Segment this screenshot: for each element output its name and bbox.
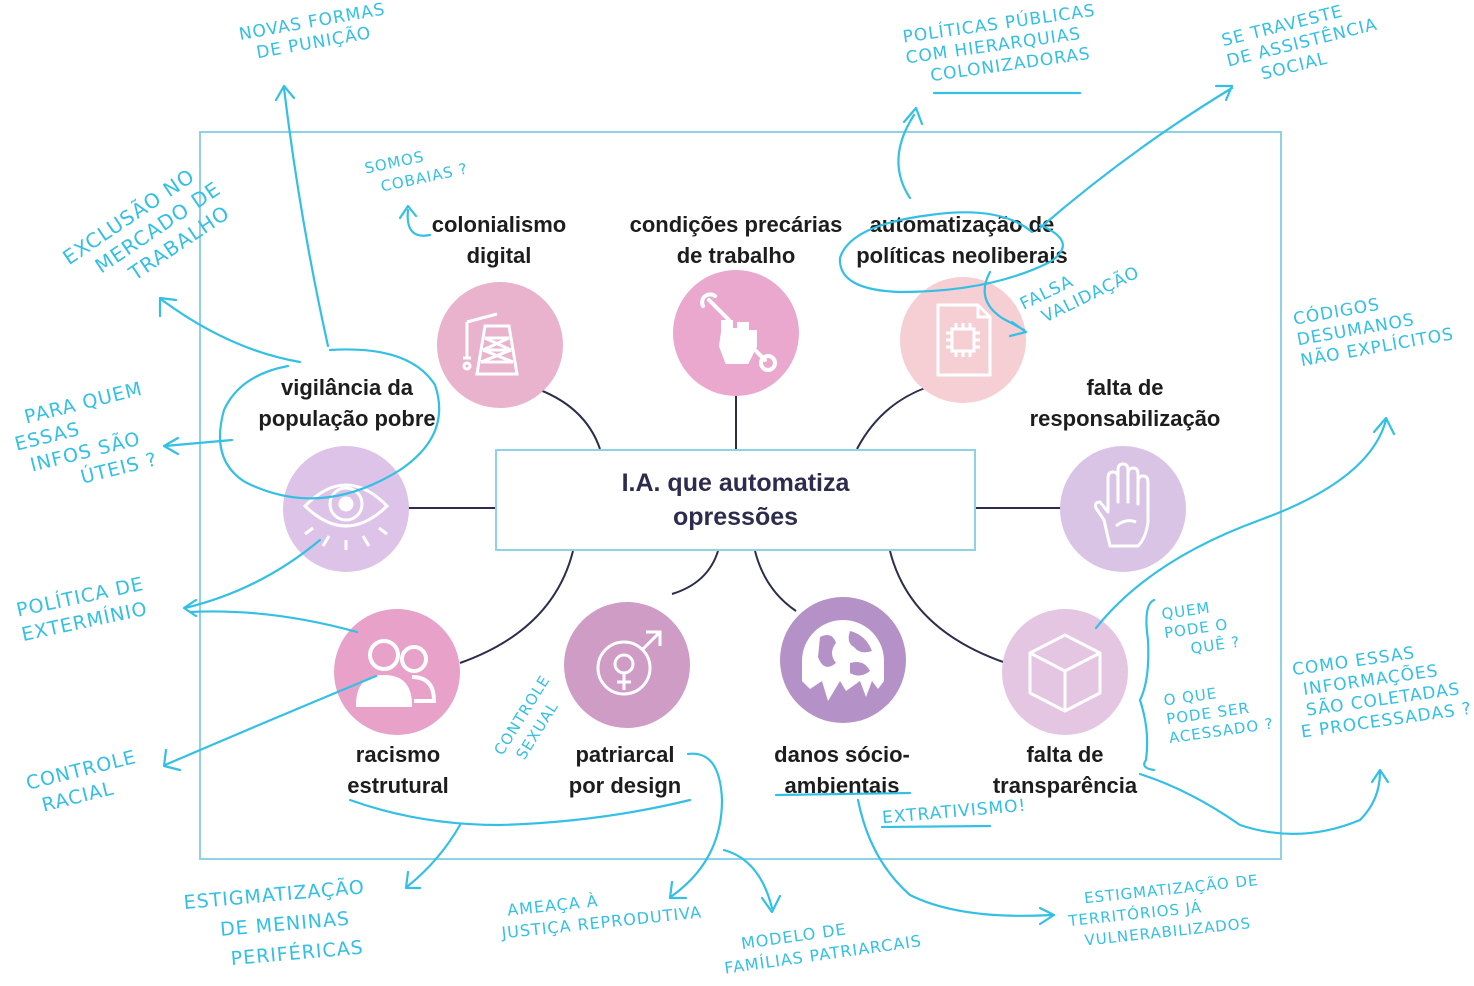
connector-patriarcal bbox=[671, 550, 719, 595]
central-concept-line1: I.A. que automatiza bbox=[621, 469, 850, 497]
node-label-line1: racismo bbox=[355, 742, 441, 767]
node-circle-patriarcal bbox=[564, 602, 690, 728]
arrow-codigos bbox=[1094, 416, 1396, 630]
node-circle-trabalho bbox=[673, 270, 799, 396]
node-label-line1: patriarcal bbox=[575, 742, 675, 767]
ellipse-neoliberais bbox=[838, 211, 1064, 294]
melting-earth-icon bbox=[802, 620, 884, 701]
arrow-ameaca bbox=[668, 752, 724, 900]
node-circle-responsabilizacao bbox=[1060, 446, 1186, 572]
document-chip-icon bbox=[936, 303, 992, 377]
arrow-exterminio-a bbox=[182, 538, 322, 618]
node-label-line2: estrutural bbox=[347, 773, 449, 798]
node-label-line2: digital bbox=[466, 243, 532, 268]
node-label-vigilancia: vigilância da população pobre bbox=[227, 372, 467, 434]
fist-wrench-icon bbox=[700, 292, 777, 372]
arrow-cobaias bbox=[398, 204, 432, 237]
node-label-trabalho: condições precárias de trabalho bbox=[616, 209, 856, 271]
underline-racismo-patriarcal bbox=[348, 798, 692, 827]
node-label-line2: por design bbox=[568, 773, 682, 798]
node-circle-vigilancia bbox=[283, 446, 409, 572]
node-label-neoliberais: automatização de políticas neoliberais bbox=[842, 209, 1082, 271]
arrow-exclusao bbox=[158, 296, 302, 364]
node-label-responsabilizacao: falta de responsabilização bbox=[1005, 372, 1245, 434]
arrow-como-essas bbox=[1138, 768, 1390, 835]
hand-icon bbox=[1094, 462, 1150, 548]
node-label-colonialismo: colonialismo digital bbox=[379, 209, 619, 271]
people-icon bbox=[355, 639, 437, 707]
connector-racismo bbox=[459, 550, 574, 664]
arrow-controle-racial bbox=[162, 674, 378, 772]
node-label-racismo: racismo estrutural bbox=[278, 739, 518, 801]
arrow-estigmatizacao-meninas bbox=[404, 823, 462, 890]
connector-socioambientais bbox=[754, 550, 797, 612]
node-label-line1: condições precárias bbox=[629, 212, 843, 237]
central-concept-title: I.A. que automatiza opressões bbox=[622, 466, 850, 534]
gender-symbols-icon bbox=[596, 630, 662, 696]
node-circle-colonialismo bbox=[437, 282, 563, 408]
node-label-line2: de trabalho bbox=[676, 243, 796, 268]
arrow-novas-formas bbox=[274, 84, 330, 348]
arrow-estigmatizacao-territorios bbox=[856, 798, 1056, 926]
node-label-line1: colonialismo bbox=[431, 212, 567, 237]
arrow-para-quem bbox=[162, 436, 234, 456]
central-concept-box: I.A. que automatiza opressões bbox=[495, 449, 976, 551]
underline-ambientais bbox=[774, 791, 912, 797]
connector-transparencia bbox=[889, 550, 1007, 664]
node-circle-neoliberais bbox=[900, 277, 1026, 403]
node-label-line2: transparência bbox=[992, 773, 1138, 798]
diagram-frame bbox=[199, 131, 1282, 860]
connector-neoliberais bbox=[856, 387, 926, 450]
node-circle-racismo bbox=[334, 609, 460, 735]
node-label-line2: população pobre bbox=[258, 406, 436, 431]
underline-extrativismo bbox=[880, 824, 992, 829]
note-quem-pode: QUEM PODE O QUÊ ? bbox=[1160, 595, 1241, 662]
node-circle-transparencia bbox=[1002, 609, 1128, 735]
oil-derrick-icon bbox=[462, 312, 519, 376]
node-label-line1: vigilância da bbox=[280, 375, 414, 400]
node-label-line2: responsabilização bbox=[1029, 406, 1221, 431]
node-label-transparencia: falta de transparência bbox=[945, 739, 1185, 801]
note-estigmatizacao-meninas: ESTIGMATIZAÇÃO DE MENINAS PERIFÉRICAS bbox=[182, 872, 371, 977]
node-circle-socioambientais bbox=[780, 597, 906, 723]
arrow-politicas-publicas bbox=[897, 106, 924, 200]
central-concept-line2: opressões bbox=[672, 503, 799, 531]
node-label-line1: falta de bbox=[1086, 375, 1164, 400]
cube-icon bbox=[1028, 633, 1102, 713]
bracket-transparencia bbox=[1138, 598, 1156, 772]
node-label-line1: falta de bbox=[1026, 742, 1104, 767]
arrow-se-traveste bbox=[1038, 84, 1234, 230]
node-label-line1: danos sócio- bbox=[774, 742, 910, 767]
arrow-exterminio-b bbox=[188, 610, 359, 634]
arrow-falsa-validacao bbox=[983, 270, 1028, 338]
node-label-patriarcal: patriarcal por design bbox=[505, 739, 745, 801]
node-label-line2: políticas neoliberais bbox=[856, 243, 1068, 268]
node-label-line1: automatização de bbox=[869, 212, 1055, 237]
eye-icon bbox=[302, 483, 390, 550]
arrow-modelo bbox=[722, 848, 782, 914]
ellipse-vigilancia bbox=[218, 348, 441, 500]
